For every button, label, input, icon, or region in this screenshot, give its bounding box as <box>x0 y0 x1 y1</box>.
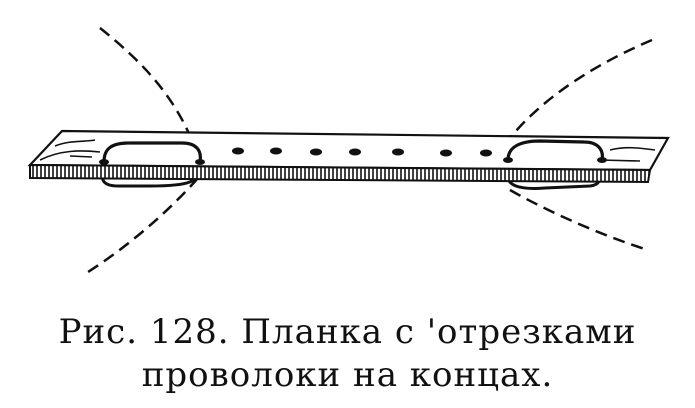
slat-hole <box>232 147 244 155</box>
staple-hole-right-b <box>597 157 607 163</box>
wire-staple-right <box>506 139 604 161</box>
slat-side-face <box>29 163 652 184</box>
slat-hole <box>480 149 492 157</box>
wire-lower-left <box>87 177 199 274</box>
slat-top-face <box>27 129 670 172</box>
staple-hole-left-a <box>99 159 109 165</box>
caption-line-2: проволоки на концах. <box>141 355 554 395</box>
slat-hole <box>349 148 361 156</box>
caption-line-1: Рис. 128. Планка с 'отрезками <box>58 312 637 352</box>
slat-illustration <box>27 27 670 274</box>
wire-upper-left <box>99 27 197 149</box>
wire-lower-right <box>509 188 649 252</box>
slat-hole <box>310 148 322 156</box>
slat-hole <box>440 149 452 157</box>
slat-hole <box>392 148 404 156</box>
staple-hole-left-b <box>195 159 205 165</box>
wood-grain-left <box>39 139 101 161</box>
slat-hole <box>270 147 282 155</box>
wire-staple-left <box>102 141 202 163</box>
wire-upper-right <box>509 38 653 139</box>
staple-hole-right-a <box>503 157 513 163</box>
